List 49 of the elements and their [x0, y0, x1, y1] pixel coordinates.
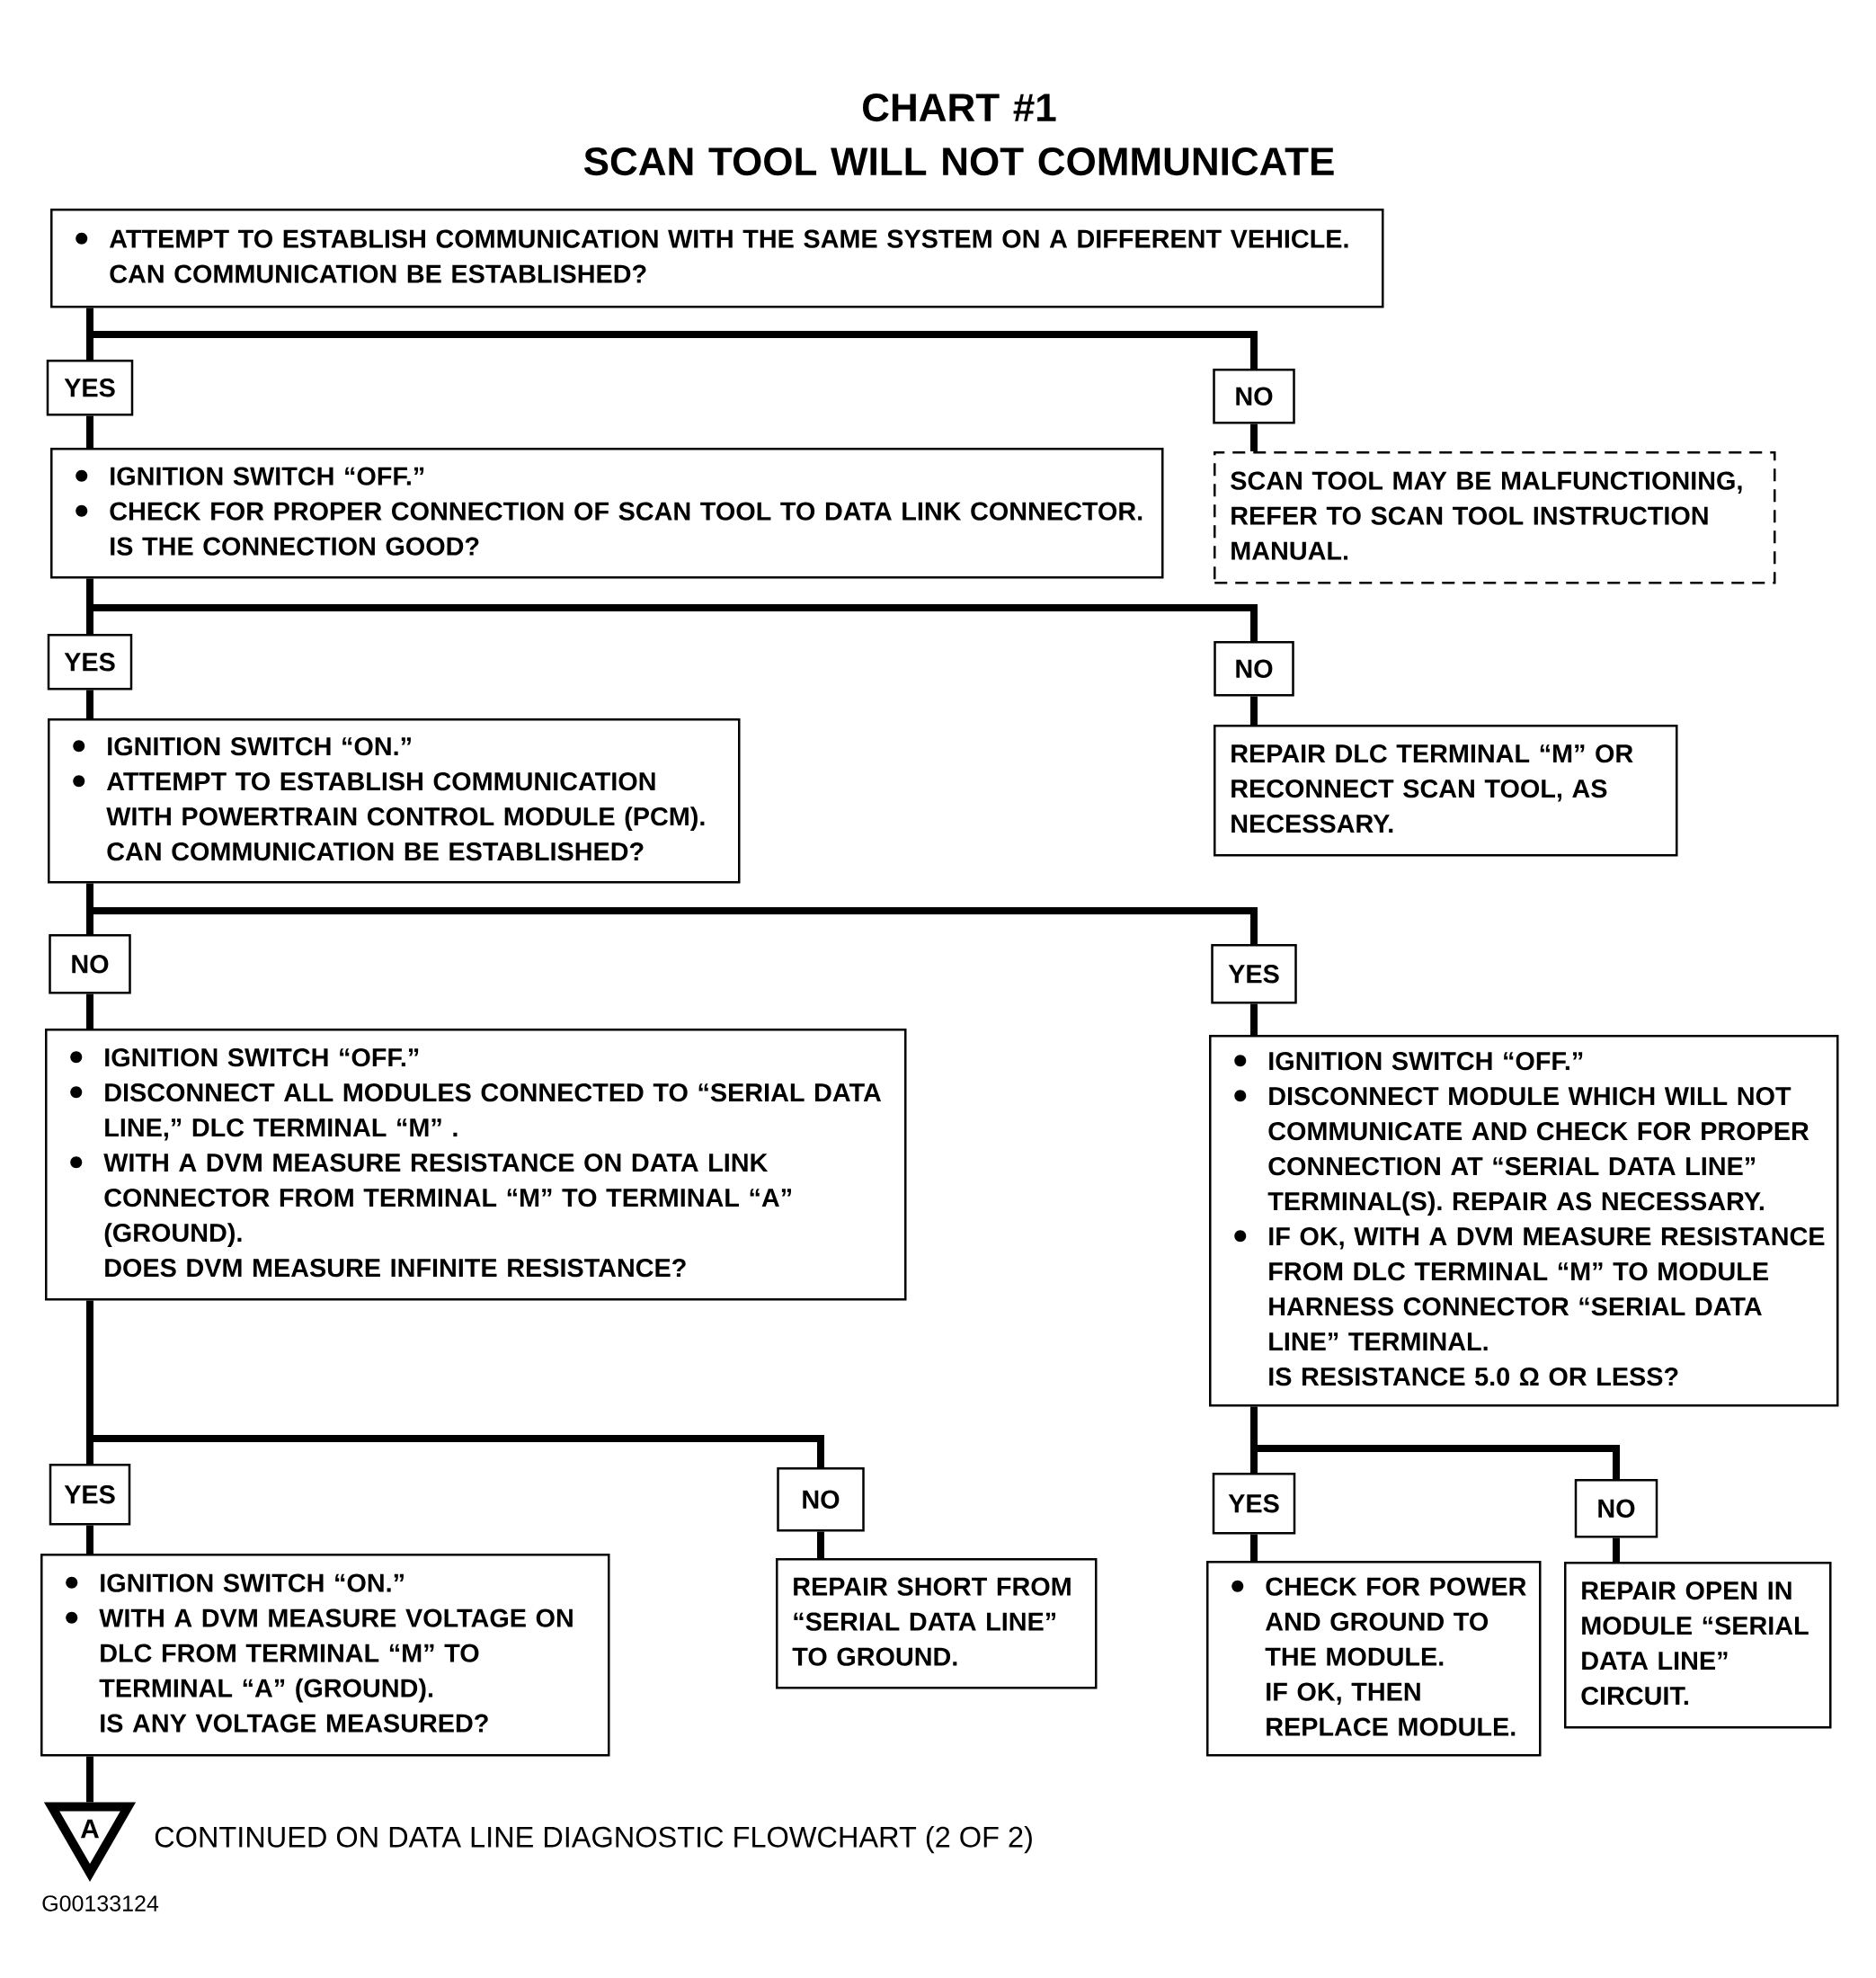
step-box	[1209, 1035, 1839, 1407]
step-text: DISCONNECT MODULE WHICH WILL NOT COMMUNICATE AND CHECK FOR PROPER CONNECTION AT “SERIAL DATA LINE” TERMINAL(S). REPAIR AS NECESSARY.	[1267, 1086, 1809, 1216]
step-box	[1206, 1561, 1542, 1757]
step-text: ATTEMPT TO ESTABLISH COMMUNICATION WITH POWERTRAIN CONTROL MODULE (PCM).	[106, 771, 705, 832]
step-box	[48, 718, 741, 884]
branch-label: NO	[1213, 369, 1295, 424]
step-text: CHECK FOR POWER AND GROUND TO THE MODULE.	[1265, 1577, 1526, 1666]
step-text: IS THE CONNECTION GOOD?	[111, 537, 479, 556]
step-text: DOES DVM MEASURE INFINITE RESISTANCE?	[105, 1258, 686, 1278]
step-text: IF OK, WITH A DVM MEASURE RESISTANCE FROM DLC TERMINAL “M” TO MODULE HARNESS CONNECTOR “SERIAL DATA LINE” TERMINAL.	[1269, 1226, 1825, 1351]
step-text: CAN COMMUNICATION BE ESTABLISHED?	[107, 842, 644, 861]
continuation-note: CONTINUED ON DATA LINE DIAGNOSTIC FLOWCHART (2 OF 2)	[155, 1825, 1032, 1854]
step-text: SCAN TOOL MAY BE MALFUNCTIONING, REFER TO SCAN TOOL INSTRUCTION MANUAL.	[1231, 471, 1742, 560]
figure-id: G00133124	[42, 1895, 159, 1911]
branch-label: YES	[47, 634, 133, 691]
branch-label: YES	[1212, 1473, 1296, 1535]
step-text: IS RESISTANCE 5.0 Ω OR LESS?	[1269, 1367, 1678, 1386]
step-text: CHECK FOR PROPER CONNECTION OF SCAN TOOL TO DATA LINK CONNECTOR.	[110, 502, 1142, 521]
step-text: IGNITION SWITCH “OFF.”	[1269, 1051, 1583, 1071]
step-text: REPAIR DLC TERMINAL “M” OR RECONNECT SCAN TOOL, AS NECESSARY.	[1231, 744, 1633, 833]
step-box	[50, 448, 1164, 579]
step-text: IGNITION SWITCH “ON.”	[101, 1573, 404, 1592]
branch-label: YES	[49, 1464, 131, 1526]
branch-label: YES	[46, 360, 134, 416]
branch-label: NO	[777, 1467, 865, 1532]
step-text: DISCONNECT ALL MODULES CONNECTED TO “SERIAL DATA LINE,” DLC TERMINAL “M” .	[105, 1083, 882, 1141]
step-text: CAN COMMUNICATION BE ESTABLISHED?	[110, 264, 646, 283]
step-text: WITH A DVM MEASURE RESISTANCE ON DATA LINK CONNECTOR FROM TERMINAL “M” TO TERMINAL “A” (GROUND).	[103, 1153, 791, 1248]
chart-title: CHART #1 SCAN TOOL WILL NOT COMMUNICATE	[583, 94, 1334, 176]
step-box	[1214, 725, 1678, 857]
step-box	[1564, 1562, 1832, 1729]
step-text: IF OK, THEN REPLACE MODULE.	[1267, 1682, 1516, 1736]
branch-label: NO	[1214, 641, 1294, 697]
note-box	[1214, 451, 1776, 584]
step-text: REPAIR OPEN IN MODULE “SERIAL DATA LINE” CIRCUIT.	[1581, 1581, 1809, 1706]
step-text: IS ANY VOLTAGE MEASURED?	[101, 1714, 488, 1733]
step-box	[776, 1558, 1098, 1689]
step-text: WITH A DVM MEASURE VOLTAGE ON DLC FROM TERMINAL “M” TO TERMINAL “A” (GROUND).	[99, 1608, 573, 1703]
step-text: ATTEMPT TO ESTABLISH COMMUNICATION WITH THE SAME SYSTEM ON A DIFFERENT VEHICLE.	[109, 229, 1348, 248]
step-text: IGNITION SWITCH “OFF.”	[105, 1047, 419, 1067]
step-text: IGNITION SWITCH “OFF.”	[111, 467, 424, 486]
branch-label: NO	[49, 934, 131, 994]
branch-label: NO	[1574, 1479, 1658, 1538]
step-box	[40, 1554, 610, 1757]
step-box	[50, 209, 1384, 308]
step-text: REPAIR SHORT FROM “SERIAL DATA LINE” TO GROUND.	[792, 1577, 1071, 1666]
branch-label: YES	[1211, 944, 1297, 1004]
step-box	[45, 1029, 907, 1301]
step-text: IGNITION SWITCH “ON.”	[108, 736, 411, 756]
